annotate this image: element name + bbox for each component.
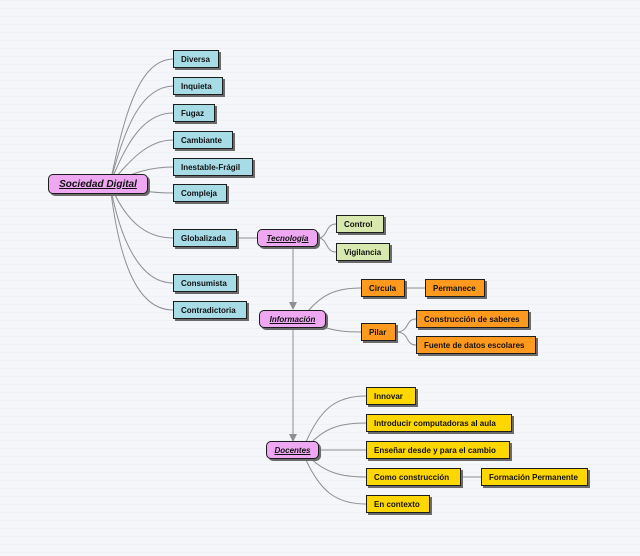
link-root-fugaz [109, 112, 174, 185]
link-docentes-innovar [305, 395, 367, 443]
characteristic-fugaz[interactable]: Fugaz [173, 104, 215, 122]
link-tecnologia-vigilancia [317, 237, 337, 253]
tecnologia-vigilancia[interactable]: Vigilancia [336, 243, 390, 261]
link-pilar-construccion [395, 318, 417, 333]
link-root-contradictoria [109, 183, 174, 311]
docentes-node[interactable]: Docentes [266, 441, 319, 459]
pilar-fuente-datos[interactable]: Fuente de datos escolares [416, 336, 536, 354]
link-docentes-contexto [305, 459, 367, 505]
docentes-en-contexto[interactable]: En contexto [366, 495, 430, 513]
link-root-globalizada [109, 183, 174, 239]
link-docentes-introducir [309, 422, 367, 445]
link-informacion-circula [307, 287, 362, 312]
docentes-como-construccion[interactable]: Como construcción [366, 468, 461, 486]
link-informacion-pilar [319, 325, 362, 333]
characteristic-globalizada[interactable]: Globalizada [173, 229, 237, 247]
characteristic-contradictoria[interactable]: Contradictoria [173, 301, 247, 319]
link-docentes-como [309, 457, 367, 478]
tecnologia-control[interactable]: Control [336, 215, 384, 233]
link-root-diversa [109, 58, 174, 185]
link-pilar-fuente [395, 331, 417, 346]
characteristic-cambiante[interactable]: Cambiante [173, 131, 233, 149]
docentes-innovar[interactable]: Innovar [366, 387, 416, 405]
root-node[interactable]: Sociedad Digital [48, 174, 148, 194]
docentes-formacion-permanente[interactable]: Formación Permanente [481, 468, 588, 486]
characteristic-inquieta[interactable]: Inquieta [173, 77, 223, 95]
tecnologia-node[interactable]: Tecnología [257, 229, 318, 247]
informacion-permanece[interactable]: Permanece [425, 279, 485, 297]
link-root-consumista [109, 183, 174, 284]
characteristic-consumista[interactable]: Consumista [173, 274, 237, 292]
characteristic-compleja[interactable]: Compleja [173, 184, 227, 202]
characteristic-diversa[interactable]: Diversa [173, 50, 219, 68]
informacion-pilar[interactable]: Pilar [361, 323, 396, 341]
characteristic-inestable-fragil[interactable]: Inestable-Frágil [173, 158, 253, 176]
informacion-node[interactable]: Información [259, 310, 326, 328]
link-tecnologia-control [317, 223, 337, 239]
pilar-construccion-saberes[interactable]: Construcción de saberes [416, 310, 529, 328]
informacion-circula[interactable]: Circula [361, 279, 405, 297]
docentes-introducir-computadoras[interactable]: Introducir computadoras al aula [366, 414, 512, 432]
docentes-ensenar-cambio[interactable]: Enseñar desde y para el cambio [366, 441, 510, 459]
link-root-inquieta [109, 85, 174, 185]
